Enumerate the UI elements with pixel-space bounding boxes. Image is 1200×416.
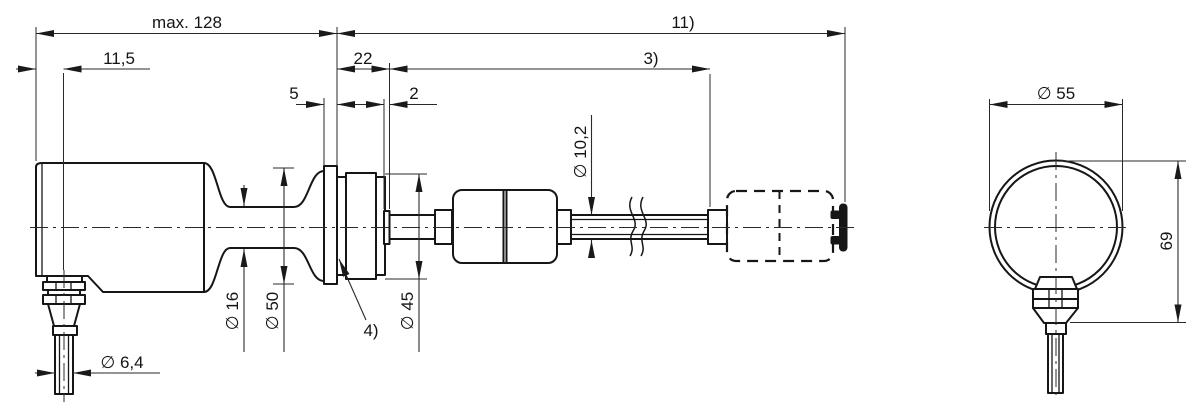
- dim-label-flange-diameter: ∅ 50: [263, 292, 282, 330]
- dim-label-ring-width: 2: [409, 84, 418, 103]
- dim-label-tube-diameter: ∅ 10,2: [571, 126, 590, 179]
- dim-label-head-diameter: ∅ 55: [1037, 84, 1075, 103]
- dimension-cable-offset: 11,5: [16, 49, 150, 73]
- dimension-head-height: 69: [1157, 161, 1182, 323]
- note-seal-ref: 4): [338, 258, 379, 340]
- dimension-head-diameter: ∅ 55: [989, 84, 1123, 108]
- side-view: max. 128 11) 11,5 22 3) 5 2: [16, 13, 856, 402]
- front-view: ∅ 55 69: [984, 84, 1186, 400]
- dim-label-tube-length-ref: 3): [643, 49, 658, 68]
- dimension-cable-diameter: ∅ 6,4: [35, 353, 160, 377]
- tube-break-symbol: [629, 196, 647, 257]
- dimension-max-length: max. 128: [36, 13, 337, 37]
- guide-tube-assembly: [388, 189, 848, 264]
- dim-label-thread-length: 22: [354, 49, 373, 68]
- dimension-flange-thickness: 5 2: [289, 84, 437, 108]
- dimension-tube-diameter: ∅ 10,2: [571, 115, 595, 258]
- dimension-neck-diameter: ∅ 16: [223, 185, 248, 352]
- centerlines-side: [30, 227, 856, 402]
- plug-cylinder: [345, 172, 377, 280]
- dimension-plug-diameter: ∅ 45: [398, 174, 423, 352]
- dimension-tube-length-ref: 3): [389, 49, 710, 73]
- extension-lines-front: [989, 99, 1186, 323]
- note-label-seal-ref: 4): [363, 321, 378, 340]
- float-1: [452, 189, 558, 264]
- dim-label-max-length: max. 128: [152, 13, 222, 32]
- plug-ring-left: [336, 176, 347, 276]
- dim-label-cable-offset: 11,5: [103, 49, 135, 68]
- dim-label-neck-diameter: ∅ 16: [223, 292, 242, 330]
- flange: [323, 165, 338, 285]
- gland-collar: [52, 325, 78, 336]
- dim-label-head-height: 69: [1157, 232, 1176, 251]
- dim-label-cable-diameter: ∅ 6,4: [100, 353, 143, 372]
- centerlines-front: [984, 152, 1128, 400]
- dim-label-flange-thickness: 5: [289, 84, 298, 103]
- dim-label-total-length-ref: 11): [671, 13, 694, 32]
- process-connection: [323, 165, 391, 285]
- dimension-thread-length: 22: [337, 49, 390, 73]
- dimension-total-length-ref: 11): [337, 13, 845, 37]
- dimension-flange-diameter: ∅ 50: [263, 168, 288, 352]
- dim-label-plug-diameter: ∅ 45: [398, 292, 417, 330]
